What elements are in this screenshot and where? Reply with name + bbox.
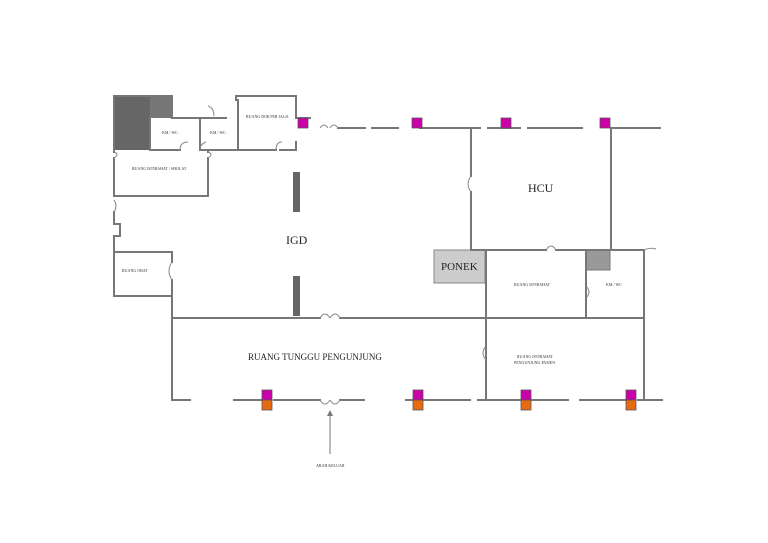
label-ponek: PONEK [441,261,478,273]
ponek-box [433,249,486,284]
label-arah-keluar: ARAH KELUAR [316,463,345,468]
label-ruang-istirahat: RUANG ISTIRAHAT [514,282,550,287]
magenta-marker [412,389,424,401]
label-ruang-istirahat-pasien-2: PENGUNJUNG PASIEN [514,360,555,365]
label-km-wc-2: KM / WC [210,130,226,135]
orange-marker [412,399,424,411]
label-ruang-istirahat-sholat: RUANG ISTIRAHAT / SHOLAT [132,166,187,171]
stair-block [114,96,150,150]
label-ruang-obat: RUANG OBAT [122,268,148,273]
exit-arrow [327,410,333,454]
magenta-marker [297,117,309,129]
label-hcu: HCU [528,181,554,195]
orange-marker [520,399,532,411]
label-ruang-dokter-jaga: RUANG DOKTER JAGA [246,114,289,119]
shaft-block-corner [585,249,611,271]
label-km-wc-3: KM / WC [606,282,622,287]
orange-marker [625,399,637,411]
markers [261,117,637,411]
igd-partition-top [293,172,300,212]
magenta-marker [411,117,423,129]
walls [113,95,663,401]
label-km-wc-1: KM / WC [162,130,178,135]
shaft-block [150,96,172,118]
magenta-marker [520,389,532,401]
label-ruang-istirahat-pasien-1: RUANG ISTIRAHAT [517,354,553,359]
magenta-marker [599,117,611,129]
magenta-marker [500,117,512,129]
magenta-marker [261,389,273,401]
orange-marker [261,399,273,411]
igd-partition-bottom [293,276,300,316]
magenta-marker [625,389,637,401]
doors [113,105,657,405]
label-ruang-tunggu: RUANG TUNGGU PENGUNJUNG [248,352,382,362]
label-igd: IGD [286,233,308,247]
